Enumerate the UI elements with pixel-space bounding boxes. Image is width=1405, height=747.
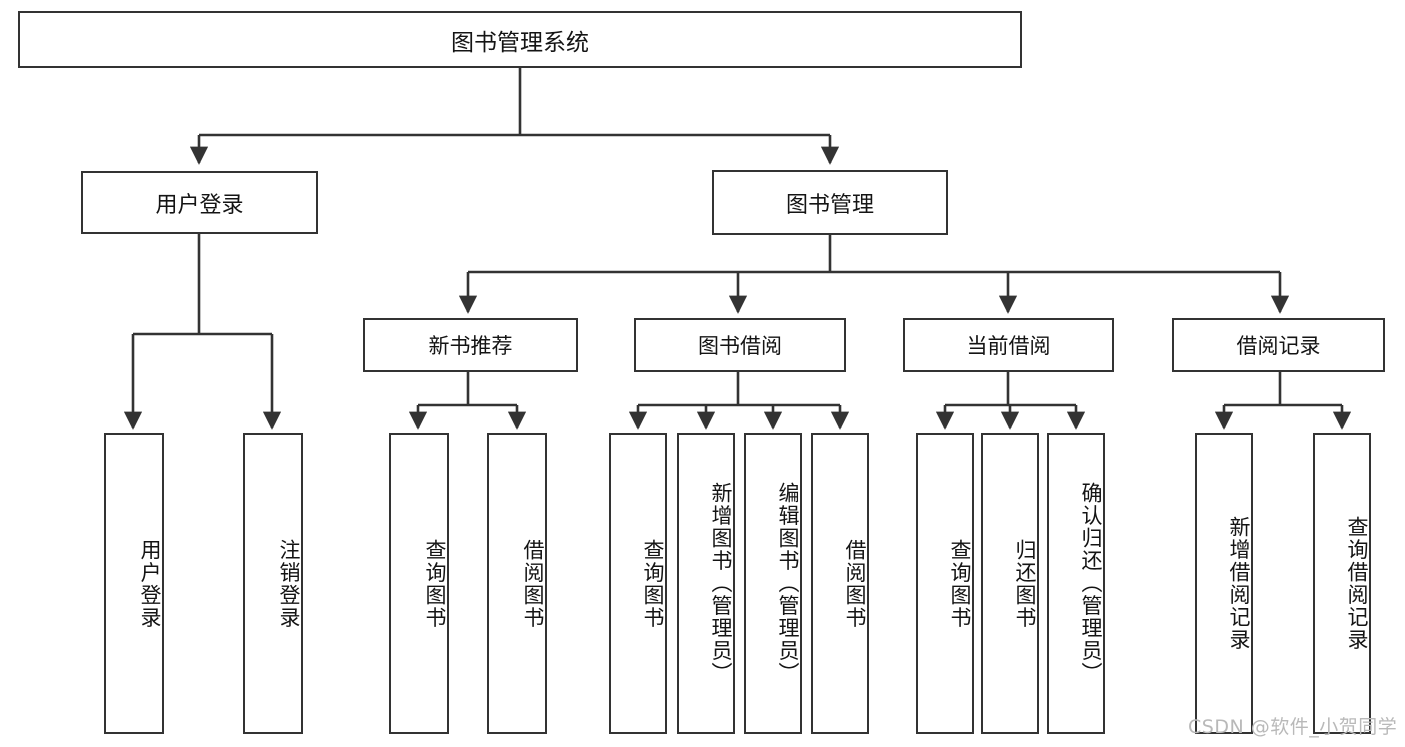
leaf-label: 编辑图书（管理员） [776, 482, 800, 685]
leaf-record-add[interactable]: 新增借阅记录 [1195, 433, 1253, 734]
leaf-current-query-book[interactable]: 查询图书 [916, 433, 974, 734]
leaf-user-login-login[interactable]: 用户登录 [104, 433, 164, 734]
leaf-label: 查询图书 [641, 538, 665, 629]
leaf-label: 新增图书（管理员） [709, 482, 733, 685]
leaf-label: 借阅图书 [843, 538, 867, 629]
leaf-label: 用户登录 [138, 538, 162, 629]
leaf-current-confirm-return[interactable]: 确认归还（管理员） [1047, 433, 1105, 734]
node-root[interactable]: 图书管理系统 [18, 11, 1022, 68]
node-user-login-label: 用户登录 [155, 192, 244, 218]
node-borrow-record[interactable]: 借阅记录 [1172, 318, 1385, 372]
leaf-label: 查询图书 [423, 538, 447, 629]
leaf-borrow-edit-book[interactable]: 编辑图书（管理员） [744, 433, 802, 734]
leaf-borrow-borrow-book[interactable]: 借阅图书 [811, 433, 869, 734]
node-borrow-record-label: 借阅记录 [1236, 334, 1321, 358]
node-book-manage-label: 图书管理 [785, 192, 874, 218]
leaf-user-login-logout[interactable]: 注销登录 [243, 433, 303, 734]
node-book-manage[interactable]: 图书管理 [712, 170, 948, 235]
leaf-new-book-borrow[interactable]: 借阅图书 [487, 433, 547, 734]
leaf-new-book-query[interactable]: 查询图书 [389, 433, 449, 734]
leaf-label: 查询图书 [948, 538, 972, 629]
node-new-book-recommend-label: 新书推荐 [428, 334, 513, 358]
leaf-borrow-query-book[interactable]: 查询图书 [609, 433, 667, 734]
node-book-borrow[interactable]: 图书借阅 [634, 318, 846, 372]
node-book-borrow-label: 图书借阅 [698, 334, 782, 358]
leaf-current-return-book[interactable]: 归还图书 [981, 433, 1039, 734]
leaf-label: 新增借阅记录 [1227, 516, 1251, 651]
node-root-label: 图书管理系统 [451, 29, 589, 56]
leaf-label: 注销登录 [277, 538, 301, 629]
watermark-csdn: CSDN @软件_小贺同学 [1188, 716, 1398, 738]
leaf-record-query[interactable]: 查询借阅记录 [1313, 433, 1371, 734]
leaf-label: 归还图书 [1013, 538, 1037, 629]
node-new-book-recommend[interactable]: 新书推荐 [363, 318, 578, 372]
node-user-login[interactable]: 用户登录 [81, 171, 318, 234]
leaf-label: 确认归还（管理员） [1079, 482, 1103, 685]
leaf-label: 查询借阅记录 [1345, 516, 1369, 651]
node-current-borrow[interactable]: 当前借阅 [903, 318, 1114, 372]
leaf-label: 借阅图书 [521, 538, 545, 629]
node-current-borrow-label: 当前借阅 [966, 334, 1051, 358]
leaf-borrow-add-book[interactable]: 新增图书（管理员） [677, 433, 735, 734]
